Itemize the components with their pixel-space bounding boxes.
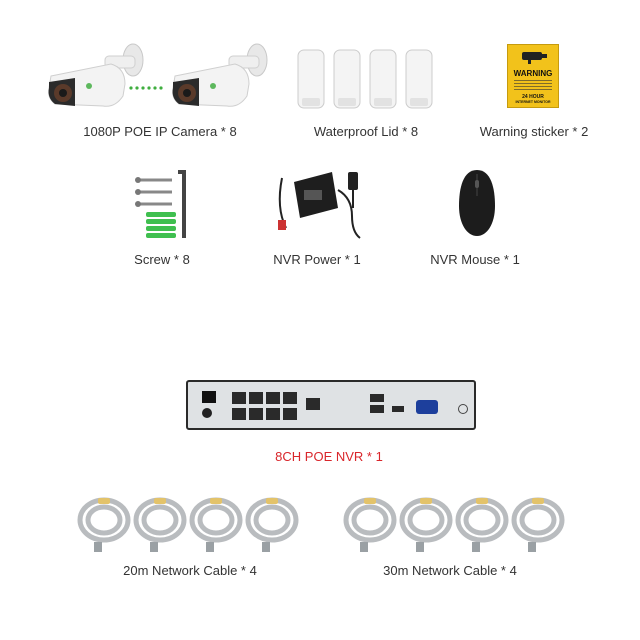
lan-port bbox=[306, 398, 320, 410]
camera-left bbox=[48, 43, 144, 107]
mouse-caption: NVR Mouse * 1 bbox=[430, 252, 520, 267]
cable-30m-caption: 30m Network Cable * 4 bbox=[383, 563, 517, 578]
cable-20m-illustration bbox=[77, 497, 299, 552]
warning-sticker: WARNING 24 HOUR INTERNET MONITOR bbox=[507, 44, 559, 108]
camera-icon bbox=[522, 52, 547, 64]
usb-ports bbox=[370, 394, 384, 414]
connection-dots bbox=[129, 86, 163, 90]
sticker-title: WARNING bbox=[513, 69, 553, 78]
nvr-device bbox=[186, 380, 476, 430]
hdmi-port bbox=[392, 406, 404, 412]
dc-jack bbox=[202, 408, 212, 418]
screw-hole bbox=[458, 404, 468, 414]
power-switch bbox=[202, 391, 216, 403]
cable-20m-caption: 20m Network Cable * 4 bbox=[123, 563, 257, 578]
power-caption: NVR Power * 1 bbox=[273, 252, 361, 267]
screw-illustration bbox=[135, 170, 186, 238]
vga-port bbox=[416, 400, 438, 414]
poe-ports bbox=[232, 392, 297, 420]
camera-caption: 1080P POE IP Camera * 8 bbox=[83, 124, 237, 139]
sticker-fineprint bbox=[514, 80, 552, 92]
cable-30m-illustration bbox=[343, 497, 565, 552]
sticker-footer2: INTERNET MONITOR bbox=[515, 100, 551, 104]
lid-caption: Waterproof Lid * 8 bbox=[313, 124, 419, 139]
power-adapter-illustration bbox=[278, 172, 361, 239]
camera-right bbox=[172, 43, 268, 107]
camera-illustration bbox=[48, 43, 268, 107]
nvr-caption: 8CH POE NVR * 1 bbox=[275, 449, 383, 464]
waterproof-lid-illustration bbox=[297, 49, 433, 109]
screw-caption: Screw * 8 bbox=[134, 252, 190, 267]
mouse-illustration bbox=[459, 170, 495, 236]
sticker-footer: 24 HOUR bbox=[522, 94, 544, 100]
sticker-caption: Warning sticker * 2 bbox=[479, 124, 589, 139]
